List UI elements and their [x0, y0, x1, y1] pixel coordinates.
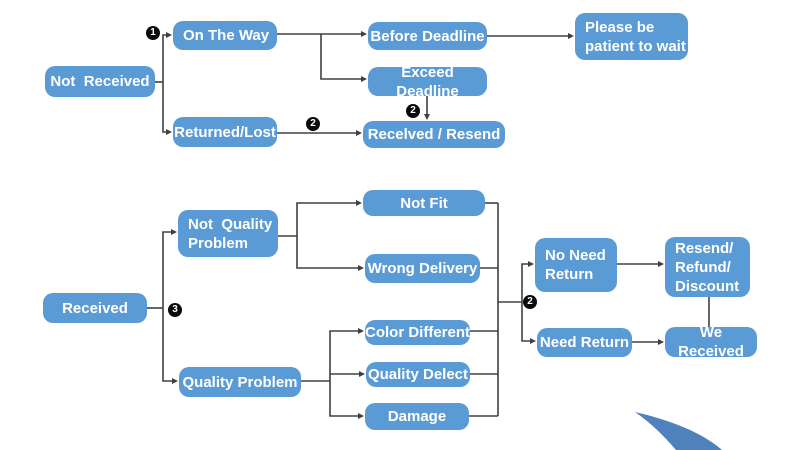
node-on-the-way: On The Way	[173, 21, 277, 50]
node-quality-delect: Quality Delect	[366, 362, 470, 387]
node-not-quality-problem: Not Quality Problem	[178, 210, 278, 257]
node-no-need-return: No Need Return	[535, 238, 617, 292]
step-badge-2-returned-lost: 2	[306, 117, 320, 131]
node-not-received: Not Received	[45, 66, 155, 97]
node-need-return: Need Return	[537, 328, 632, 357]
step-badge-2-exceed: 2	[406, 104, 420, 118]
node-damage: Damage	[365, 403, 469, 430]
node-received: Received	[43, 293, 147, 323]
node-wrong-delivery: Wrong Delivery	[365, 254, 480, 283]
node-before-deadline: Before Deadline	[368, 22, 487, 50]
node-received-resend: Recelved / Resend	[363, 121, 505, 148]
node-returned-lost: Returned/Lost	[173, 117, 277, 147]
node-we-received: We Received	[665, 324, 757, 360]
node-not-fit: Not Fit	[363, 190, 485, 216]
step-badge-2-return-branch: 2	[523, 295, 537, 309]
node-exceed-deadline: Exceed Deadline	[368, 64, 487, 100]
node-color-different: Color Different	[365, 320, 470, 345]
node-resend-refund-discount: Resend/ Refund/ Discount	[665, 237, 750, 297]
node-quality-problem: Quality Problem	[179, 367, 301, 397]
node-please-be-patient: Please be patient to wait	[575, 13, 688, 60]
step-badge-3: 3	[168, 303, 182, 317]
step-badge-1: 1	[146, 26, 160, 40]
